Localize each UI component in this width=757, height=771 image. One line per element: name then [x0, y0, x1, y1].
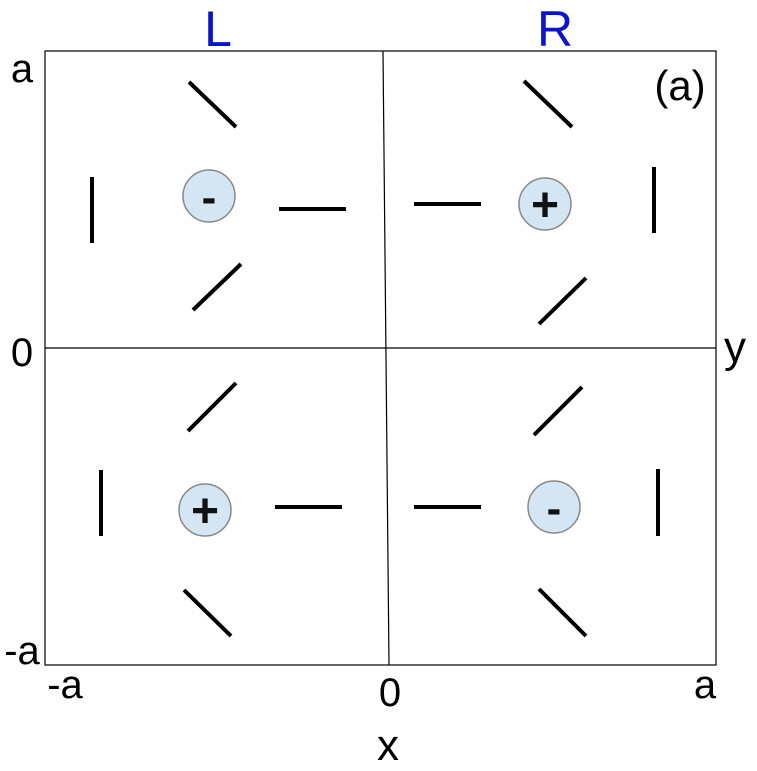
defect-sign: - — [547, 484, 562, 533]
header-right-label: R — [537, 1, 573, 57]
vertical-divider — [382, 50, 390, 666]
director-segment — [537, 276, 588, 326]
director-segments — [90, 79, 660, 638]
director-segment — [537, 587, 588, 638]
director-segment — [186, 381, 238, 433]
defect-sign: - — [202, 173, 217, 222]
y-axis-name: y — [724, 323, 746, 372]
x-tick-mid: 0 — [379, 671, 401, 715]
director-segment — [532, 385, 584, 437]
plot-frame — [44, 50, 717, 666]
y-tick-mid: 0 — [11, 331, 33, 375]
x-axis-name: x — [377, 721, 399, 770]
director-segment — [522, 79, 574, 129]
header-left-label: L — [204, 1, 232, 57]
director-segment — [187, 80, 238, 129]
x-tick-right: a — [694, 663, 717, 707]
defect-minus-top-left: - — [182, 169, 236, 223]
defect-minus-bottom-right: - — [527, 480, 581, 534]
director-segment — [191, 262, 243, 312]
defect-plus-top-right: + — [518, 177, 572, 232]
defect-plus-bottom-left: + — [178, 483, 232, 538]
x-tick-left: -a — [47, 663, 83, 707]
director-segment — [182, 588, 233, 638]
y-tick-top: a — [11, 47, 34, 91]
y-tick-bottom: -a — [4, 629, 40, 673]
panel-tag: (a) — [654, 62, 705, 109]
defect-sign: + — [191, 485, 219, 538]
defect-sign: + — [531, 179, 559, 232]
